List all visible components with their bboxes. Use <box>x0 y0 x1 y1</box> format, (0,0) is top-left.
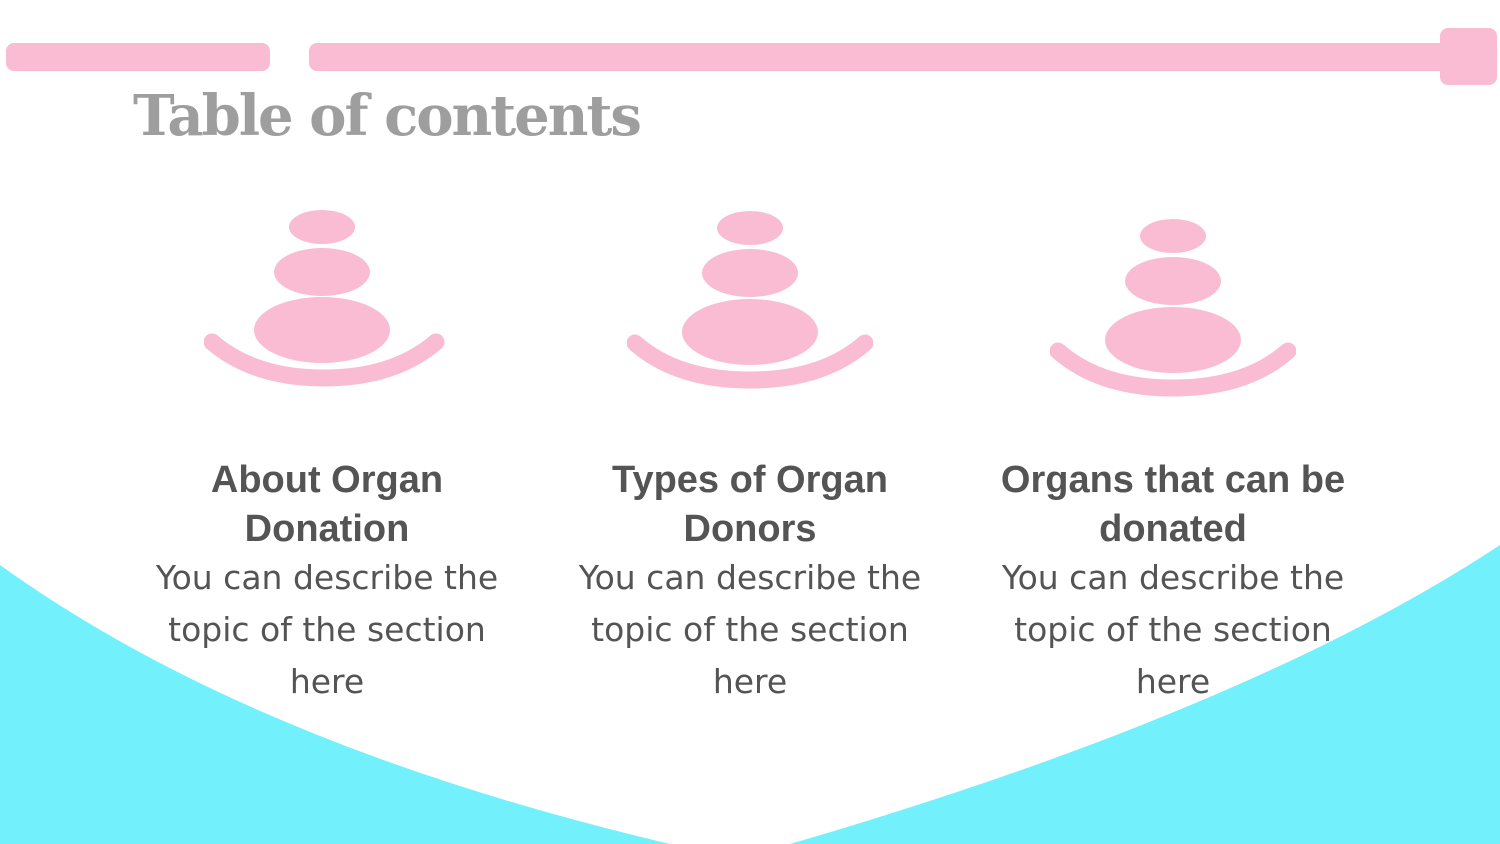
stone-balance-icon <box>627 211 873 389</box>
section-description: You can describe the topic of the sectio… <box>1001 558 1345 701</box>
top-bar-right <box>309 43 1469 71</box>
section-description: You can describe the topic of the sectio… <box>578 558 922 701</box>
section-description: You can describe the topic of the sectio… <box>155 558 499 701</box>
section-title: Types of Organ Donors <box>612 459 888 550</box>
stone-balance-icon <box>1050 219 1296 397</box>
stone-balance-icon <box>204 210 445 387</box>
section-card-3: Organs that can be donated You can descr… <box>983 200 1363 720</box>
top-bar-left <box>6 43 270 71</box>
section-title: About Organ Donation <box>210 459 444 550</box>
section-card-2: Types of Organ Donors You can describe t… <box>560 200 940 720</box>
page-title: Table of contents <box>133 83 642 149</box>
bottom-cyan-wave <box>0 545 1500 844</box>
section-card-1: About Organ Donation You can describe th… <box>137 200 517 720</box>
top-bar-end-cap <box>1440 28 1497 85</box>
section-title: Organs that can be donated <box>1000 459 1346 550</box>
